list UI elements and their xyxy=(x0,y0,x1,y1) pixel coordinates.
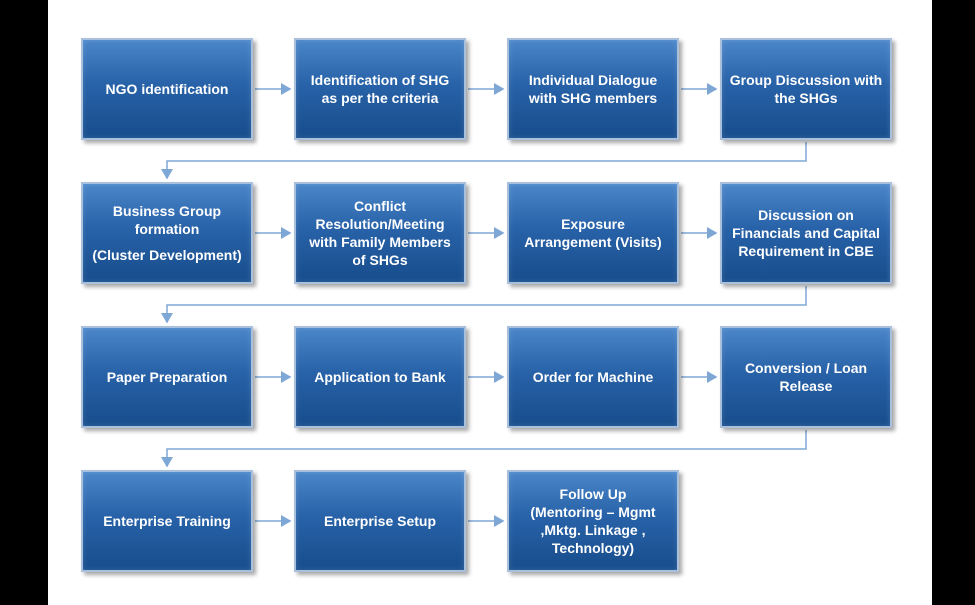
step-label-line: Financials and Capital xyxy=(732,225,880,241)
step-paper-preparation: Paper Preparation xyxy=(81,326,253,428)
step-label-line: Follow Up xyxy=(559,486,627,502)
step-order-machine: Order for Machine xyxy=(507,326,679,428)
step-discussion-financials: Discussion on Financials and Capital Req… xyxy=(720,182,892,284)
step-identification-shg: Identification of SHG as per the criteri… xyxy=(294,38,466,140)
step-label-line: of SHGs xyxy=(352,252,408,268)
step-label-line: Identification of SHG xyxy=(310,72,450,88)
step-label-line: Group Discussion with xyxy=(729,72,883,88)
step-exposure: Exposure Arrangement (Visits) xyxy=(507,182,679,284)
step-label: Enterprise Setup xyxy=(323,513,437,529)
step-sublabel: (Cluster Development) xyxy=(92,247,242,263)
step-ngo-identification: NGO identification xyxy=(81,38,253,140)
step-conflict-resolution: Conflict Resolution/Meeting with Family … xyxy=(294,182,466,284)
step-label-line: (Mentoring – Mgmt xyxy=(530,504,656,520)
step-label-line: ,Mktg. Linkage , xyxy=(540,522,646,538)
step-label: Application to Bank xyxy=(314,369,446,385)
step-label-line: Conversion / Loan xyxy=(744,360,868,376)
step-label-line: with SHG members xyxy=(528,90,658,106)
step-individual-dialogue: Individual Dialogue with SHG members xyxy=(507,38,679,140)
step-label-line: as per the criteria xyxy=(321,90,439,106)
step-label-line: Business Group xyxy=(112,203,222,219)
step-label-line: Technology) xyxy=(551,540,635,556)
step-label-line: with Family Members xyxy=(309,234,451,250)
step-label-line: Discussion on xyxy=(758,207,854,223)
step-label: NGO identification xyxy=(105,81,229,97)
step-group-discussion: Group Discussion with the SHGs xyxy=(720,38,892,140)
step-label-line: Individual Dialogue xyxy=(528,72,658,88)
step-label-line: Resolution/Meeting xyxy=(315,216,445,232)
step-label-line: Exposure xyxy=(561,216,625,232)
step-label-line: the SHGs xyxy=(774,90,838,106)
step-label: Enterprise Training xyxy=(103,513,231,529)
step-application-bank: Application to Bank xyxy=(294,326,466,428)
step-label: Order for Machine xyxy=(532,369,654,385)
step-enterprise-training: Enterprise Training xyxy=(81,470,253,572)
step-enterprise-setup: Enterprise Setup xyxy=(294,470,466,572)
step-label-line: Requirement in CBE xyxy=(738,243,874,259)
step-label-line: Release xyxy=(779,378,833,394)
step-label-line: formation xyxy=(134,221,200,237)
step-label: Paper Preparation xyxy=(106,369,228,385)
step-business-group: Business Group formation (Cluster Develo… xyxy=(81,182,253,284)
step-conversion-loan: Conversion / Loan Release xyxy=(720,326,892,428)
step-label-line: Arrangement (Visits) xyxy=(524,234,662,250)
step-label-line: Conflict xyxy=(353,198,407,214)
step-follow-up: Follow Up (Mentoring – Mgmt ,Mktg. Linka… xyxy=(507,470,679,572)
